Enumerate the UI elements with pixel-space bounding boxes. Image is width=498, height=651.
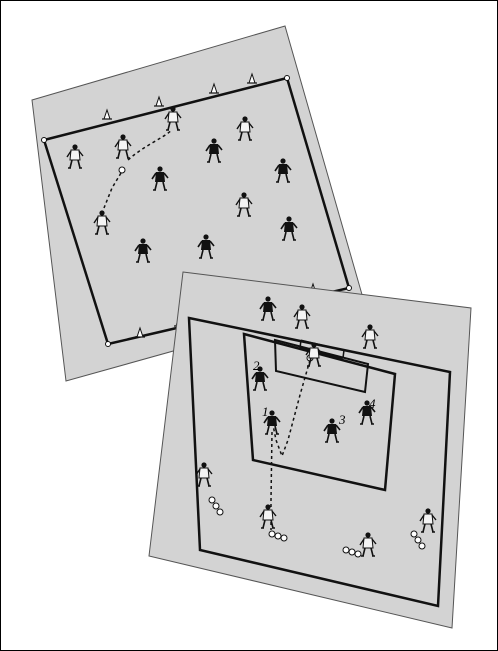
player-number-3: 3 <box>338 412 346 427</box>
top-corner-markers <box>41 75 352 347</box>
bottom-field-background <box>148 271 472 629</box>
penalty-box <box>242 332 397 492</box>
player-number-2: 2 <box>253 358 260 373</box>
player-number-4: 4 <box>369 396 376 411</box>
bottom-run-path <box>270 359 311 530</box>
bottom-field-boundary <box>187 316 452 608</box>
bottom-diagram: 2 1 3 4 <box>148 271 472 629</box>
top-pass-path <box>103 129 173 209</box>
player-number-1: 1 <box>262 404 269 419</box>
ball-icon <box>118 166 126 174</box>
